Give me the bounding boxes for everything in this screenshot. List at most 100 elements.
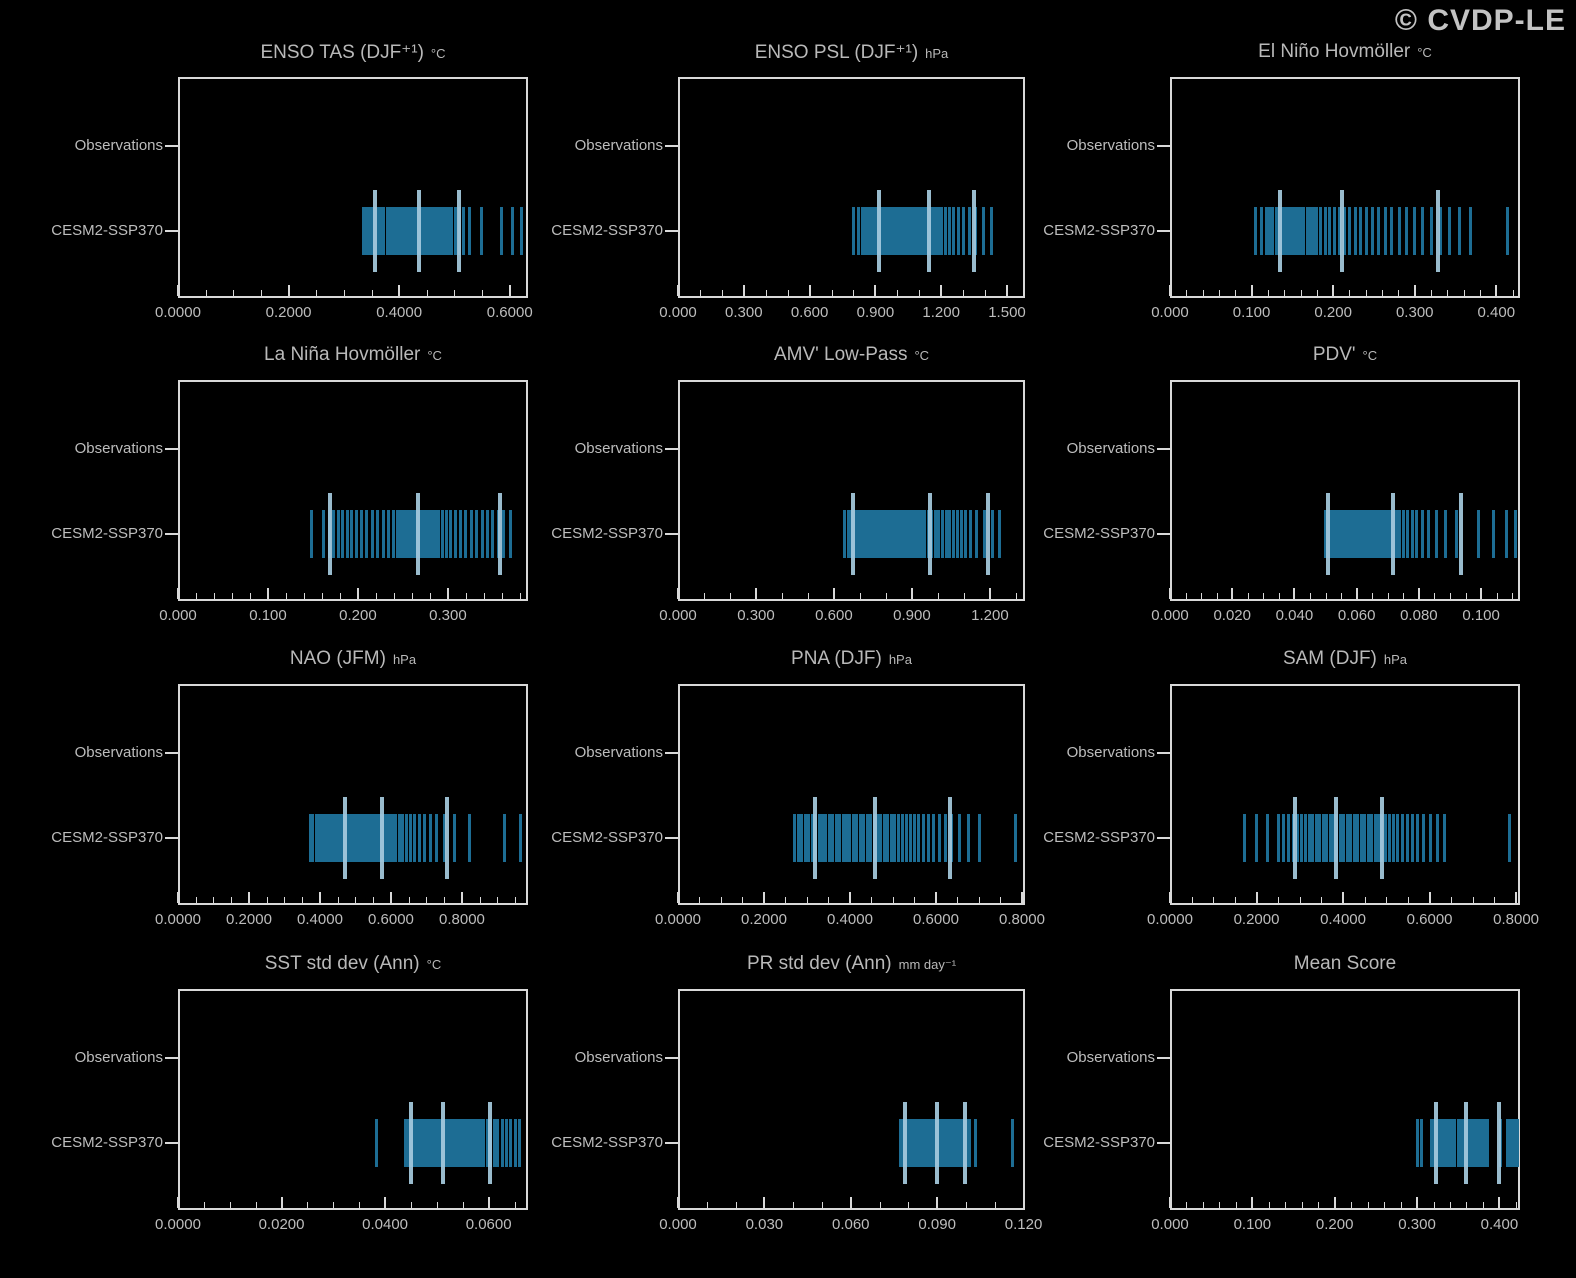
panel-mean-score-member-tick <box>1516 1118 1520 1167</box>
panel-enso-psl-djf-member-tick <box>924 206 928 255</box>
panel-pr-std-dev-ann-plot-box <box>678 989 1025 1210</box>
panel-nao-jfm-highlight-tick <box>380 796 385 879</box>
panel-enso-tas-djf-member-tick <box>413 206 417 255</box>
panel-pna-djf-xtick-major <box>762 892 765 903</box>
panel-sam-djf-member-tick <box>1392 813 1396 862</box>
panel-nao-jfm-xtick-minor <box>195 897 197 903</box>
panel-pr-std-dev-ann-member-tick <box>956 1118 960 1167</box>
panel-mean-score-xtick-minor <box>1268 1202 1270 1208</box>
panel-pdv-xtick-minor <box>1387 593 1389 599</box>
panel-pr-std-dev-ann-member-tick <box>930 1118 934 1167</box>
panel-sam-djf-highlight-tick <box>1379 796 1384 879</box>
panel-enso-psl-djf-xtick-minor <box>831 290 833 296</box>
panel-mean-score-member-tick <box>1445 1118 1449 1167</box>
panel-mean-score-member-tick <box>1447 1118 1451 1167</box>
panel-pr-std-dev-ann-xtick-label: 0.000 <box>659 1216 697 1233</box>
panel-pna-djf-member-tick <box>876 813 879 862</box>
panel-el-ni-o-hovm-ller-member-tick <box>1289 206 1293 255</box>
panel-enso-psl-djf-member-tick <box>857 206 861 255</box>
panel-mean-score-member-tick <box>1474 1118 1478 1167</box>
panel-mean-score-ytick-cesm2-ssp370 <box>1157 1141 1170 1144</box>
panel-la-ni-a-hovm-ller-member-tick <box>392 509 396 558</box>
panel-nao-jfm-ylabel-observations: Observations <box>74 743 163 761</box>
panel-sam-djf-member-tick <box>1276 813 1280 862</box>
panel-enso-psl-djf-member-tick <box>900 206 904 255</box>
panel-el-ni-o-hovm-ller-member-tick <box>1353 206 1357 255</box>
panel-pdv-highlight-tick <box>1458 492 1463 575</box>
panel-pna-djf-ylabel-observations: Observations <box>574 743 663 761</box>
panel-pdv-member-tick <box>1352 509 1356 558</box>
panel-sam-djf-highlight-tick <box>1293 796 1298 879</box>
panel-nao-jfm-member-tick <box>452 813 456 862</box>
panel-enso-tas-djf-member-tick <box>446 206 450 255</box>
panel-pr-std-dev-ann-member-tick <box>949 1118 953 1167</box>
panel-la-ni-a-hovm-ller-xtick-minor <box>393 593 395 599</box>
panel-sam-djf-member-tick <box>1332 813 1336 862</box>
panel-nao-jfm-member-tick <box>413 813 417 862</box>
panel-nao-jfm-member-tick <box>329 813 333 862</box>
panel-enso-psl-djf-xtick-minor <box>787 290 789 296</box>
panel-nao-jfm-member-tick <box>359 813 363 862</box>
panel-pdv-xtick-major <box>1480 588 1483 599</box>
panel-la-ni-a-hovm-ller-member-tick <box>401 509 405 558</box>
panel-enso-tas-djf-xtick-minor <box>205 290 207 296</box>
panel-pna-djf-xtick-major <box>848 892 851 903</box>
panel-pdv-member-tick <box>1454 509 1458 558</box>
panel-enso-psl-djf-member-tick <box>910 206 914 255</box>
panel-enso-tas-djf-member-tick <box>432 206 436 255</box>
panel-la-ni-a-hovm-ller-xtick-label: 0.000 <box>159 607 197 624</box>
panel-mean-score-member-tick <box>1471 1118 1475 1167</box>
panel-la-ni-a-hovm-ller-member-tick <box>365 509 369 558</box>
panel-enso-tas-djf-member-tick <box>361 206 365 255</box>
panel-mean-score-member-tick <box>1419 1118 1423 1167</box>
panel-la-ni-a-hovm-ller-xtick-minor <box>303 593 305 599</box>
panel-sam-djf-member-tick <box>1321 813 1325 862</box>
panel-el-ni-o-hovm-ller-member-tick <box>1323 206 1327 255</box>
panel-pdv-xtick-major <box>1169 588 1171 599</box>
panel-amv-low-pass-xtick-minor <box>859 593 861 599</box>
panel-sam-djf-member-tick <box>1422 813 1426 862</box>
panel-pr-std-dev-ann-member-tick <box>951 1118 955 1167</box>
panel-sst-std-dev-ann-member-tick <box>415 1118 419 1167</box>
panel-amv-low-pass-xtick-minor <box>885 593 887 599</box>
panel-pna-djf-member-tick <box>851 813 855 862</box>
panel-sam-djf-plot-box <box>1170 684 1520 905</box>
panel-amv-low-pass-member-tick <box>933 509 937 558</box>
panel-sam-djf-xtick-minor <box>1494 897 1496 903</box>
panel-pna-djf-highlight-tick <box>813 796 818 879</box>
panel-amv-low-pass-member-tick <box>948 509 952 558</box>
panel-el-ni-o-hovm-ller-xtick-minor <box>1316 290 1318 296</box>
panel-pr-std-dev-ann-xtick-label: 0.060 <box>831 1216 870 1233</box>
panel-pna-djf-member-tick <box>889 813 893 862</box>
panel-amv-low-pass-member-tick <box>910 509 914 558</box>
panel-sam-djf-member-tick <box>1242 813 1246 862</box>
panel-enso-psl-djf-member-tick <box>871 206 875 255</box>
panel-enso-tas-djf-member-tick <box>499 206 503 255</box>
panel-pna-djf-member-tick <box>865 813 869 862</box>
panel-nao-jfm-member-tick <box>405 813 409 862</box>
panel-nao-jfm-xtick-minor <box>373 897 375 903</box>
panel-pna-djf-member-tick <box>904 813 908 862</box>
panel-sam-djf-xtick-label: 0.8000 <box>1493 911 1540 928</box>
panel-enso-tas-djf-member-tick <box>403 206 407 255</box>
panel-el-ni-o-hovm-ller-xtick-label: 0.000 <box>1151 304 1189 321</box>
panel-pdv-member-tick <box>1513 509 1517 558</box>
panel-nao-jfm-member-tick <box>354 813 358 862</box>
panel-nao-jfm-member-tick <box>370 813 374 862</box>
panel-mean-score-member-tick <box>1461 1118 1465 1167</box>
panel-nao-jfm-xtick-minor <box>355 897 357 903</box>
panel-amv-low-pass-member-tick <box>877 509 881 558</box>
panel-pdv-ytick-cesm2-ssp370 <box>1157 532 1170 535</box>
panel-el-ni-o-hovm-ller-xtick-label: 0.300 <box>1395 304 1434 321</box>
panel-amv-low-pass-unit: °C <box>914 348 930 363</box>
panel-nao-jfm-ytick-cesm2-ssp370 <box>165 836 178 839</box>
panel-pdv-ylabel-cesm2-ssp370: CESM2-SSP370 <box>1043 524 1155 542</box>
panel-amv-low-pass-member-tick <box>885 509 889 558</box>
panel-mean-score-xtick-label: 0.000 <box>1151 1216 1189 1233</box>
panel-nao-jfm-xtick-minor <box>337 897 339 903</box>
panel-la-ni-a-hovm-ller-xtick-minor <box>231 593 233 599</box>
panel-enso-psl-djf-xtick-major <box>742 285 745 296</box>
panel-pna-djf-xtick-minor <box>978 897 980 903</box>
panel-pna-djf-member-tick <box>810 813 814 862</box>
panel-pna-djf-member-tick <box>922 813 926 862</box>
